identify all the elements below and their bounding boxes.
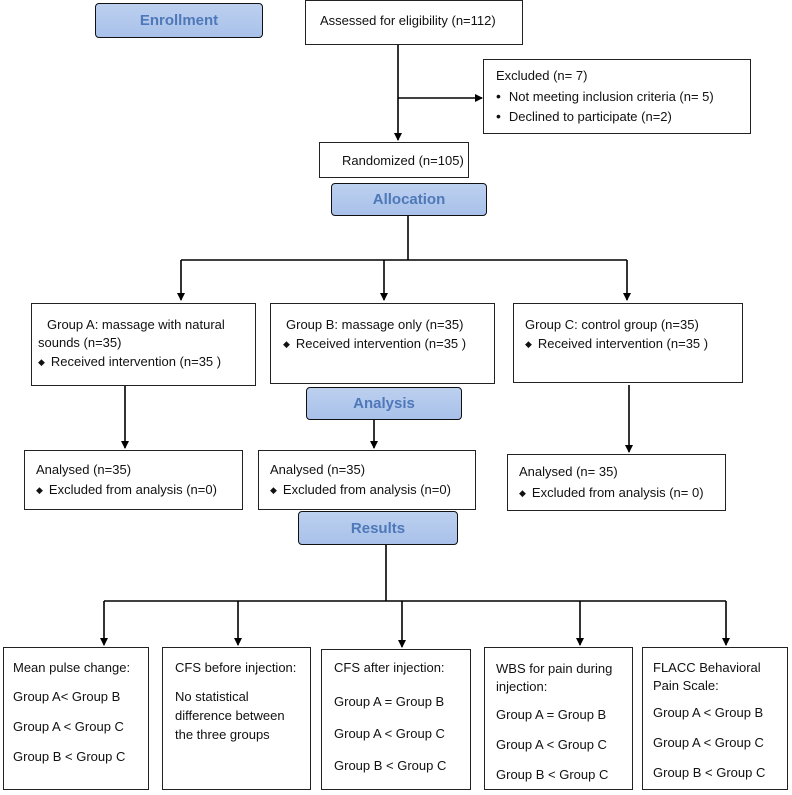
- stage-allocation: Allocation: [331, 183, 487, 216]
- result-line: No statistical: [175, 689, 249, 704]
- group-intervention-text: Received intervention (n=35 ): [295, 336, 467, 351]
- result-cfs-after-box: CFS after injection: Group A = Group B G…: [321, 649, 471, 790]
- excluded-item: • Not meeting inclusion criteria (n= 5): [496, 87, 714, 106]
- result-title: FLACC Behavioral: [653, 660, 761, 675]
- result-pulse-box: Mean pulse change: Group A< Group B Grou…: [3, 647, 149, 790]
- assessed-box: Assessed for eligibility (n=112): [305, 0, 523, 45]
- analysed-excluded: ◆ Excluded from analysis (n= 0): [519, 484, 704, 503]
- diamond-bullet-icon: ◆: [525, 339, 532, 349]
- diamond-bullet-icon: ◆: [38, 357, 45, 367]
- result-line: difference between: [175, 708, 285, 723]
- result-cfs-before-box: CFS before injection: No statistical dif…: [162, 647, 311, 790]
- group-intervention: ◆ Received intervention (n=35 ): [38, 353, 221, 372]
- analysed-a-box: Analysed (n=35) ◆ Excluded from analysis …: [24, 450, 243, 510]
- result-title: Mean pulse change:: [13, 660, 131, 675]
- analysed-title: Analysed (n=35): [270, 462, 366, 477]
- diamond-bullet-icon: ◆: [36, 485, 43, 495]
- result-line: Group A < Group B: [653, 705, 764, 720]
- result-line: Group A < Group C: [13, 719, 124, 734]
- group-intervention-text: Received intervention (n=35 ): [537, 336, 709, 351]
- result-title: WBS for pain during: [496, 661, 613, 676]
- result-line: Group A< Group B: [13, 689, 121, 704]
- analysed-excluded: ◆ Excluded from analysis (n=0): [36, 481, 217, 500]
- analysed-title: Analysed (n= 35): [519, 464, 618, 479]
- analysed-excluded-text: Excluded from analysis (n= 0): [531, 485, 704, 500]
- stage-analysis: Analysis: [306, 387, 462, 420]
- assessed-text: Assessed for eligibility (n=112): [320, 13, 496, 28]
- result-line: Group A < Group C: [653, 735, 764, 750]
- excluded-box: Excluded (n= 7) • Not meeting inclusion c…: [483, 59, 751, 134]
- analysed-title: Analysed (n=35): [36, 462, 132, 477]
- result-title: CFS after injection:: [334, 660, 445, 675]
- group-title: Group B: massage only (n=35): [286, 317, 464, 332]
- group-title: Group C: control group (n=35): [525, 317, 699, 332]
- group-c-box: Group C: control group (n=35) ◆ Received …: [513, 303, 743, 383]
- diamond-bullet-icon: ◆: [519, 488, 526, 498]
- randomized-box: Randomized (n=105): [319, 142, 469, 178]
- result-wbs-box: WBS for pain during injection: Group A =…: [484, 647, 633, 790]
- result-line: Group B < Group C: [496, 767, 609, 782]
- group-intervention: ◆ Received intervention (n=35 ): [283, 335, 466, 354]
- result-line: Group B < Group C: [13, 749, 126, 764]
- excluded-title: Excluded (n= 7): [496, 68, 588, 83]
- result-line: Group B < Group C: [653, 765, 766, 780]
- diamond-bullet-icon: ◆: [283, 339, 290, 349]
- result-line: Group A < Group C: [496, 737, 607, 752]
- stage-enrollment: Enrollment: [95, 3, 263, 38]
- analysed-c-box: Analysed (n= 35) ◆ Excluded from analysis…: [507, 454, 726, 511]
- stage-enrollment-label: Enrollment: [139, 12, 219, 29]
- result-title: CFS before injection:: [175, 660, 297, 675]
- stage-analysis-label: Analysis: [353, 395, 415, 412]
- excluded-item-text: Declined to participate (n=2): [508, 109, 672, 124]
- result-line: Group A = Group B: [334, 694, 445, 709]
- excluded-item-text: Not meeting inclusion criteria (n= 5): [508, 89, 714, 104]
- stage-results-label: Results: [350, 519, 406, 537]
- stage-allocation-label: Allocation: [372, 191, 446, 208]
- result-line: Group B < Group C: [334, 758, 447, 773]
- diamond-bullet-icon: ◆: [270, 485, 277, 495]
- bullet-icon: •: [496, 88, 501, 104]
- result-flacc-box: FLACC Behavioral Pain Scale: Group A < G…: [642, 647, 788, 790]
- bullet-icon: •: [496, 108, 501, 124]
- result-line: Group A = Group B: [496, 707, 607, 722]
- result-line: Group A < Group C: [334, 726, 445, 741]
- result-title: injection:: [496, 679, 548, 694]
- analysed-excluded-text: Excluded from analysis (n=0): [282, 482, 451, 497]
- stage-results: Results: [298, 511, 458, 545]
- group-intervention: ◆ Received intervention (n=35 ): [525, 335, 708, 354]
- group-a-box: Group A: massage with natural sounds (n=…: [31, 303, 256, 386]
- group-title: Group A: massage with natural: [47, 317, 225, 332]
- result-line: the three groups: [175, 727, 270, 742]
- group-intervention-text: Received intervention (n=35 ): [50, 354, 222, 369]
- analysed-b-box: Analysed (n=35) ◆ Excluded from analysis …: [258, 450, 476, 510]
- group-title: sounds (n=35): [38, 335, 122, 350]
- randomized-text: Randomized (n=105): [342, 153, 464, 168]
- result-title: Pain Scale:: [653, 678, 719, 693]
- analysed-excluded-text: Excluded from analysis (n=0): [48, 482, 217, 497]
- group-b-box: Group B: massage only (n=35) ◆ Received i…: [270, 303, 495, 384]
- excluded-item: • Declined to participate (n=2): [496, 107, 672, 126]
- analysed-excluded: ◆ Excluded from analysis (n=0): [270, 481, 451, 500]
